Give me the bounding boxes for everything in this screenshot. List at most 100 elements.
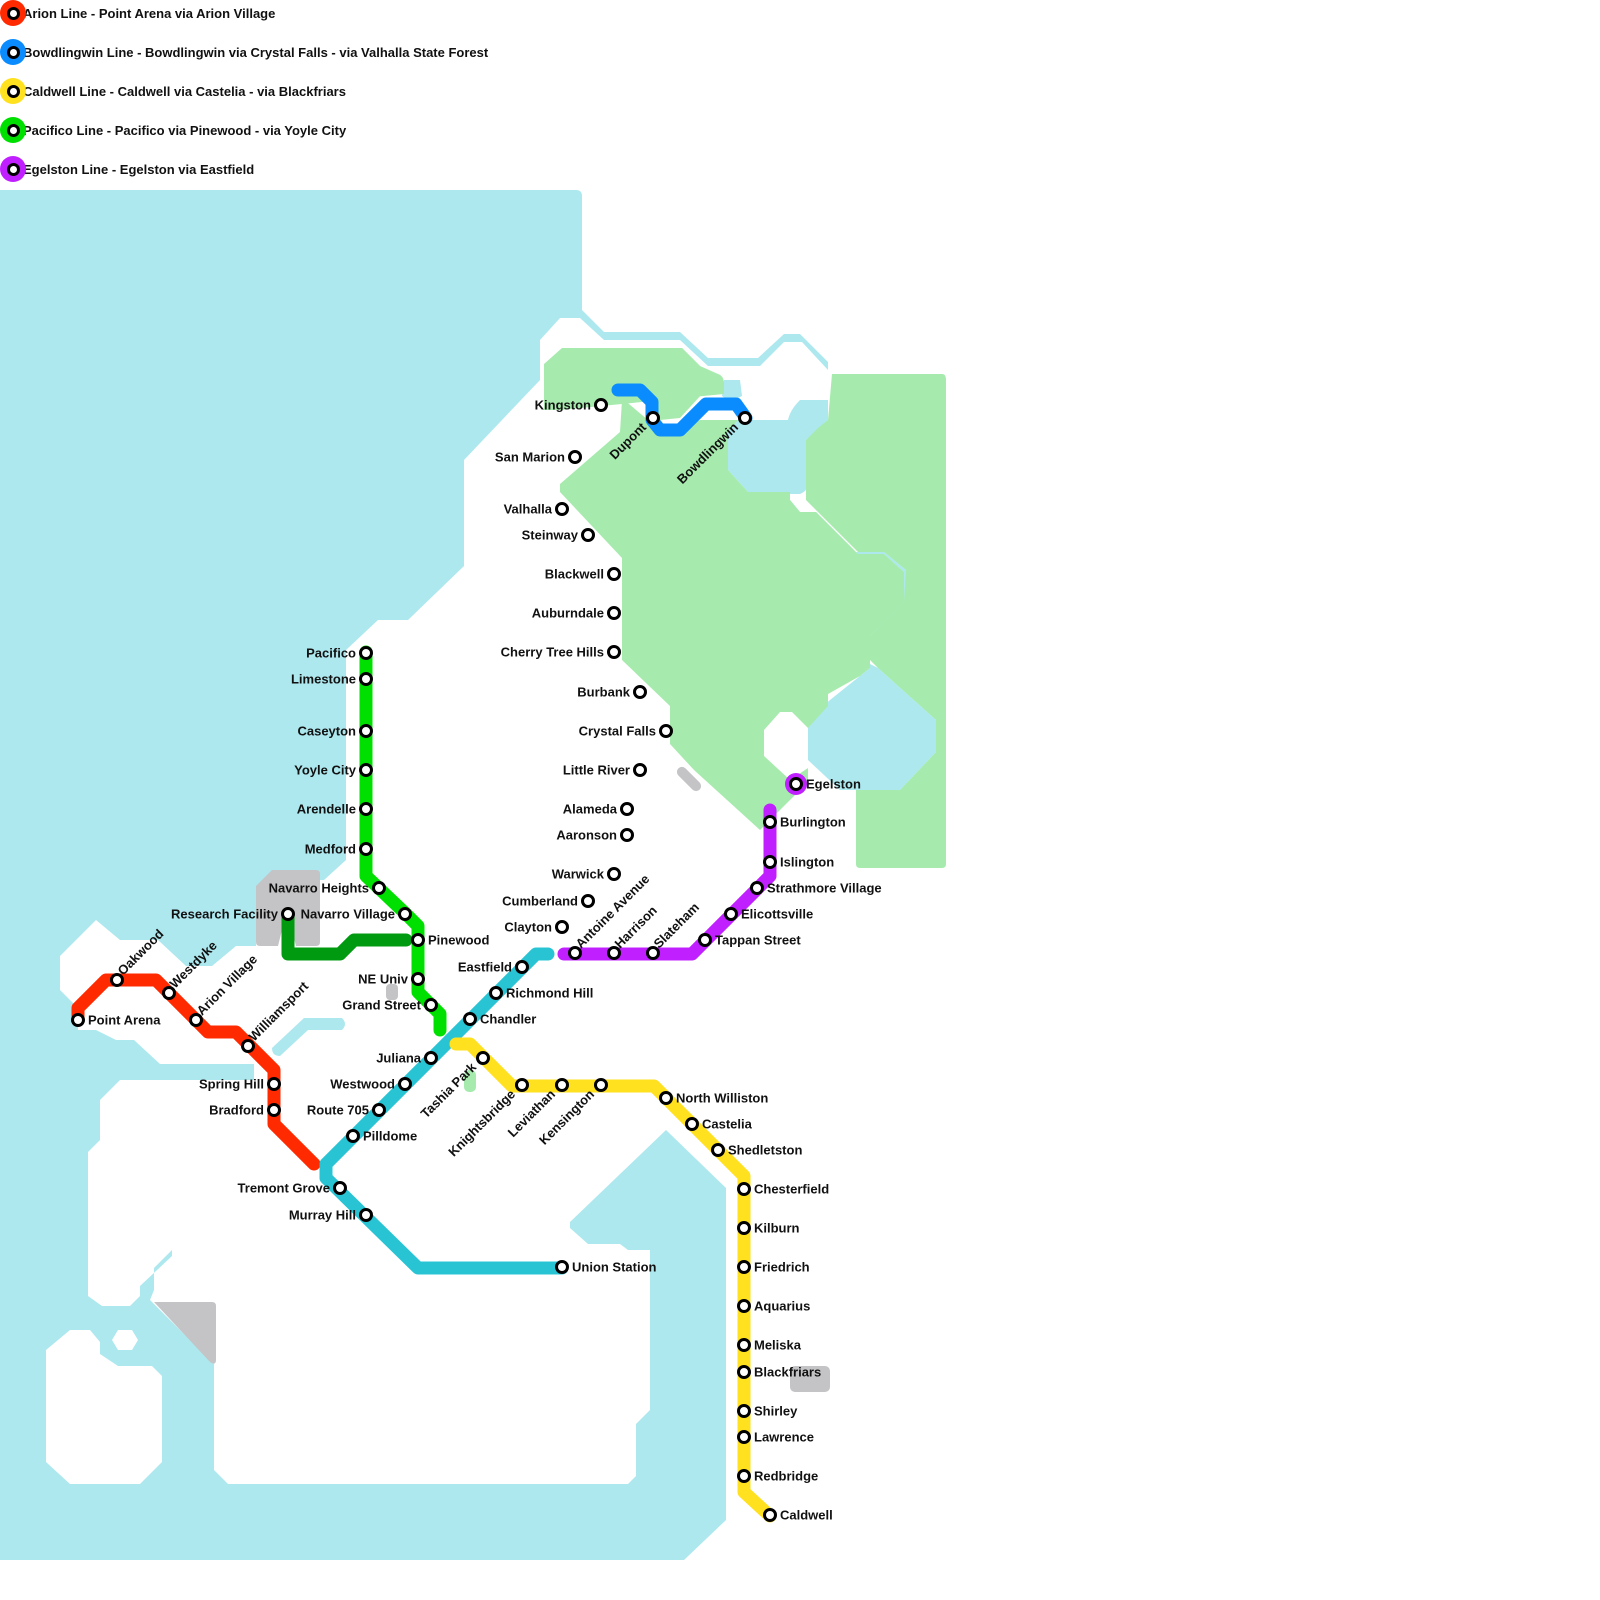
station-marker[interactable] bbox=[581, 528, 595, 542]
station-marker[interactable] bbox=[737, 1430, 751, 1444]
station-caldwell[interactable]: North Williston bbox=[659, 1091, 769, 1106]
station-marker[interactable] bbox=[71, 1013, 85, 1027]
station-egelston[interactable]: Egelston bbox=[789, 777, 861, 792]
station-marker[interactable] bbox=[333, 1181, 347, 1195]
station-marker[interactable] bbox=[372, 881, 386, 895]
station-marker[interactable] bbox=[594, 398, 608, 412]
station-egelston[interactable]: Elicottsville bbox=[724, 907, 814, 922]
station-marker[interactable] bbox=[568, 450, 582, 464]
station-bowdlingwin[interactable]: Burbank bbox=[577, 685, 647, 700]
station-arion[interactable]: Bradford bbox=[209, 1103, 281, 1118]
station-caldwell[interactable]: Blackfriars bbox=[737, 1365, 822, 1380]
legend-item-pacifico[interactable]: Pacifico Line - Pacifico via Pinewood - … bbox=[0, 117, 346, 143]
station-central[interactable]: Tremont Grove bbox=[238, 1181, 347, 1196]
station-bowdlingwin[interactable]: Aaronson bbox=[556, 828, 634, 843]
station-bowdlingwin[interactable]: Warwick bbox=[552, 867, 621, 882]
station-marker[interactable] bbox=[581, 894, 595, 908]
station-marker[interactable] bbox=[281, 907, 295, 921]
station-caldwell[interactable]: Meliska bbox=[737, 1338, 802, 1353]
station-marker[interactable] bbox=[411, 933, 425, 947]
station-bowdlingwin[interactable]: Clayton bbox=[504, 920, 569, 935]
station-marker[interactable] bbox=[359, 802, 373, 816]
station-marker[interactable] bbox=[738, 411, 752, 425]
station-marker[interactable] bbox=[646, 946, 660, 960]
station-marker[interactable] bbox=[724, 907, 738, 921]
station-marker[interactable] bbox=[763, 1508, 777, 1522]
station-marker[interactable] bbox=[241, 1039, 255, 1053]
station-central[interactable]: Richmond Hill bbox=[489, 986, 594, 1001]
station-marker[interactable] bbox=[359, 763, 373, 777]
station-marker[interactable] bbox=[424, 998, 438, 1012]
station-marker[interactable] bbox=[267, 1077, 281, 1091]
station-marker[interactable] bbox=[607, 567, 621, 581]
station-marker[interactable] bbox=[189, 1013, 203, 1027]
station-marker[interactable] bbox=[359, 842, 373, 856]
station-marker[interactable] bbox=[659, 724, 673, 738]
legend-item-egelston[interactable]: Egelston Line - Egelston via Eastfield bbox=[0, 156, 254, 182]
station-bowdlingwin[interactable]: Cumberland bbox=[502, 894, 595, 909]
station-egelston[interactable]: Strathmore Village bbox=[750, 881, 882, 896]
station-caldwell[interactable]: Castelia bbox=[685, 1117, 753, 1132]
station-pacifico[interactable]: Medford bbox=[305, 842, 373, 857]
station-marker[interactable] bbox=[659, 1091, 673, 1105]
station-marker[interactable] bbox=[411, 972, 425, 986]
station-pacifico[interactable]: Arendelle bbox=[297, 802, 373, 817]
station-marker[interactable] bbox=[476, 1051, 490, 1065]
station-caldwell[interactable]: Aquarius bbox=[737, 1299, 811, 1314]
station-caldwell[interactable]: Friedrich bbox=[737, 1260, 810, 1275]
station-marker[interactable] bbox=[607, 645, 621, 659]
station-central[interactable]: Chandler bbox=[463, 1012, 537, 1027]
station-marker[interactable] bbox=[763, 815, 777, 829]
station-marker[interactable] bbox=[763, 855, 777, 869]
station-egelston[interactable]: Tappan Street bbox=[698, 933, 802, 948]
station-marker[interactable] bbox=[359, 1208, 373, 1222]
station-caldwell[interactable]: Shirley bbox=[737, 1404, 799, 1419]
station-marker[interactable] bbox=[646, 411, 660, 425]
legend-item-arion[interactable]: Arion Line - Point Arena via Arion Villa… bbox=[0, 0, 275, 26]
station-marker[interactable] bbox=[110, 973, 124, 987]
station-marker[interactable] bbox=[359, 672, 373, 686]
station-central[interactable]: Eastfield bbox=[458, 960, 529, 975]
station-pacifico[interactable]: Grand Street bbox=[342, 998, 438, 1013]
station-pacifico[interactable]: Limestone bbox=[291, 672, 373, 687]
station-marker[interactable] bbox=[737, 1469, 751, 1483]
station-marker[interactable] bbox=[515, 1078, 529, 1092]
station-marker[interactable] bbox=[568, 946, 582, 960]
station-bowdlingwin[interactable]: Kingston bbox=[535, 398, 608, 413]
station-marker[interactable] bbox=[607, 867, 621, 881]
station-central[interactable]: Murray Hill bbox=[289, 1208, 373, 1223]
station-marker[interactable] bbox=[398, 1077, 412, 1091]
station-marker[interactable] bbox=[789, 777, 803, 791]
station-arion[interactable]: Point Arena bbox=[71, 1013, 162, 1028]
station-caldwell[interactable]: Kilburn bbox=[737, 1221, 800, 1236]
station-central[interactable]: Union Station bbox=[555, 1260, 657, 1275]
station-marker[interactable] bbox=[489, 986, 503, 1000]
station-egelston[interactable]: Islington bbox=[763, 855, 835, 870]
station-caldwell[interactable]: Shedletston bbox=[711, 1143, 803, 1158]
station-marker[interactable] bbox=[737, 1221, 751, 1235]
station-marker[interactable] bbox=[162, 986, 176, 1000]
station-arion[interactable]: Spring Hill bbox=[199, 1077, 281, 1092]
station-marker[interactable] bbox=[698, 933, 712, 947]
station-pacifico[interactable]: Caseyton bbox=[297, 724, 373, 739]
station-bowdlingwin[interactable]: Valhalla bbox=[504, 502, 569, 517]
station-caldwell[interactable]: Redbridge bbox=[737, 1469, 819, 1484]
legend-item-bowdlingwin[interactable]: Bowdlingwin Line - Bowdlingwin via Cryst… bbox=[0, 39, 488, 65]
station-marker[interactable] bbox=[424, 1051, 438, 1065]
station-central[interactable]: Westwood bbox=[330, 1077, 412, 1092]
station-arion[interactable]: Williamsport bbox=[241, 978, 312, 1053]
station-bowdlingwin[interactable]: San Marion bbox=[495, 450, 582, 465]
station-pacifico[interactable]: NE Univ bbox=[358, 972, 425, 987]
station-pacifico[interactable]: Yoyle City bbox=[294, 763, 373, 778]
station-marker[interactable] bbox=[515, 960, 529, 974]
station-bowdlingwin[interactable]: Steinway bbox=[522, 528, 595, 543]
station-pacifico_branch[interactable]: Research Facility bbox=[171, 907, 295, 922]
station-caldwell[interactable]: Lawrence bbox=[737, 1430, 814, 1445]
station-pacifico[interactable]: Navarro Village bbox=[301, 907, 412, 922]
station-marker[interactable] bbox=[620, 802, 634, 816]
station-marker[interactable] bbox=[633, 763, 647, 777]
station-marker[interactable] bbox=[620, 828, 634, 842]
station-marker[interactable] bbox=[737, 1338, 751, 1352]
station-marker[interactable] bbox=[555, 502, 569, 516]
station-marker[interactable] bbox=[372, 1103, 386, 1117]
